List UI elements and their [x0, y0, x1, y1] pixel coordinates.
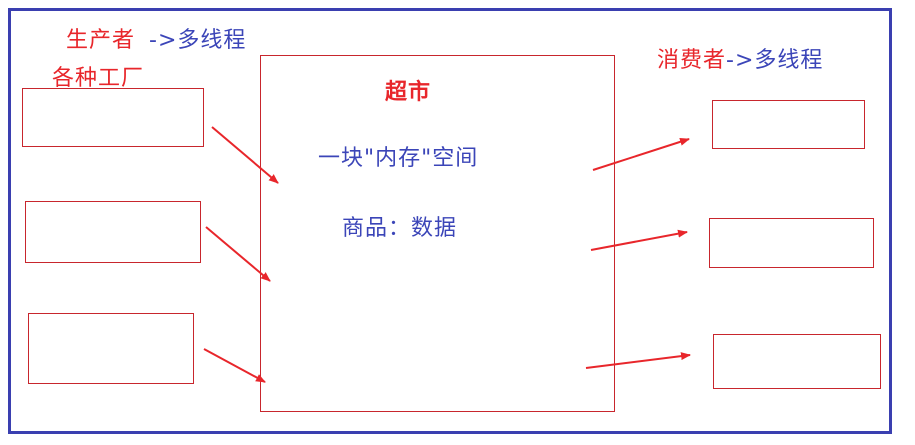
market-goods-label: 商品：数据 [342, 216, 458, 241]
consumer-label: 消费者 [657, 48, 727, 73]
producer-box-2 [25, 201, 201, 263]
producer-arrow-1 [211, 126, 279, 184]
market-box [260, 55, 615, 412]
consumer-thread-label: ->多线程 [726, 48, 824, 73]
consumer-heading: 消费者->多线程 [657, 42, 823, 74]
factories-label: 各种工厂 [52, 66, 145, 91]
consumer-box-2 [709, 218, 874, 268]
producer-arrow-2 [205, 226, 271, 282]
market-memory-label: 一块"内存"空间 [318, 146, 479, 171]
consumer-arrow-3 [585, 352, 691, 369]
producer-box-3 [28, 313, 194, 384]
consumer-arrow-1 [592, 137, 690, 171]
producer-heading: 生产者 ->多线程 [66, 22, 246, 54]
producer-box-1 [22, 88, 204, 147]
producer-arrow-3 [203, 348, 266, 383]
consumer-box-1 [712, 100, 865, 149]
producer-thread-label: ->多线程 [149, 28, 247, 53]
producer-label: 生产者 [66, 28, 136, 53]
consumer-box-3 [713, 334, 881, 389]
market-title: 超市 [385, 80, 432, 105]
consumer-arrow-2 [590, 229, 688, 251]
diagram-frame [8, 8, 892, 434]
